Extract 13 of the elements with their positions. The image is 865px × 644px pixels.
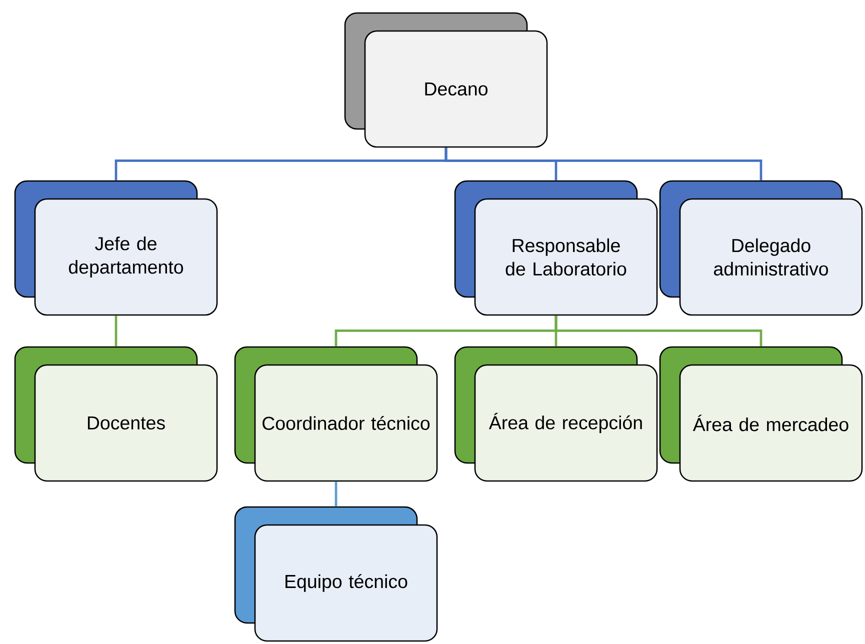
org-box: Área de recepción — [454, 346, 658, 482]
org-box: Docentes — [14, 346, 218, 482]
org-box: Decano — [344, 12, 548, 148]
connector-line — [114, 316, 118, 346]
org-box: Delegado administrativo — [659, 180, 863, 316]
org-box: Equipo técnico — [234, 506, 438, 642]
org-box: Jefe de departamento — [14, 180, 218, 316]
connector-line — [554, 316, 762, 346]
org-box: Coordinador técnico — [234, 346, 438, 482]
org-box: Área de mercadeo — [659, 346, 863, 482]
connector-line — [444, 148, 762, 180]
connector-line — [334, 482, 338, 506]
org-box: Responsable de Laboratorio — [454, 180, 658, 316]
